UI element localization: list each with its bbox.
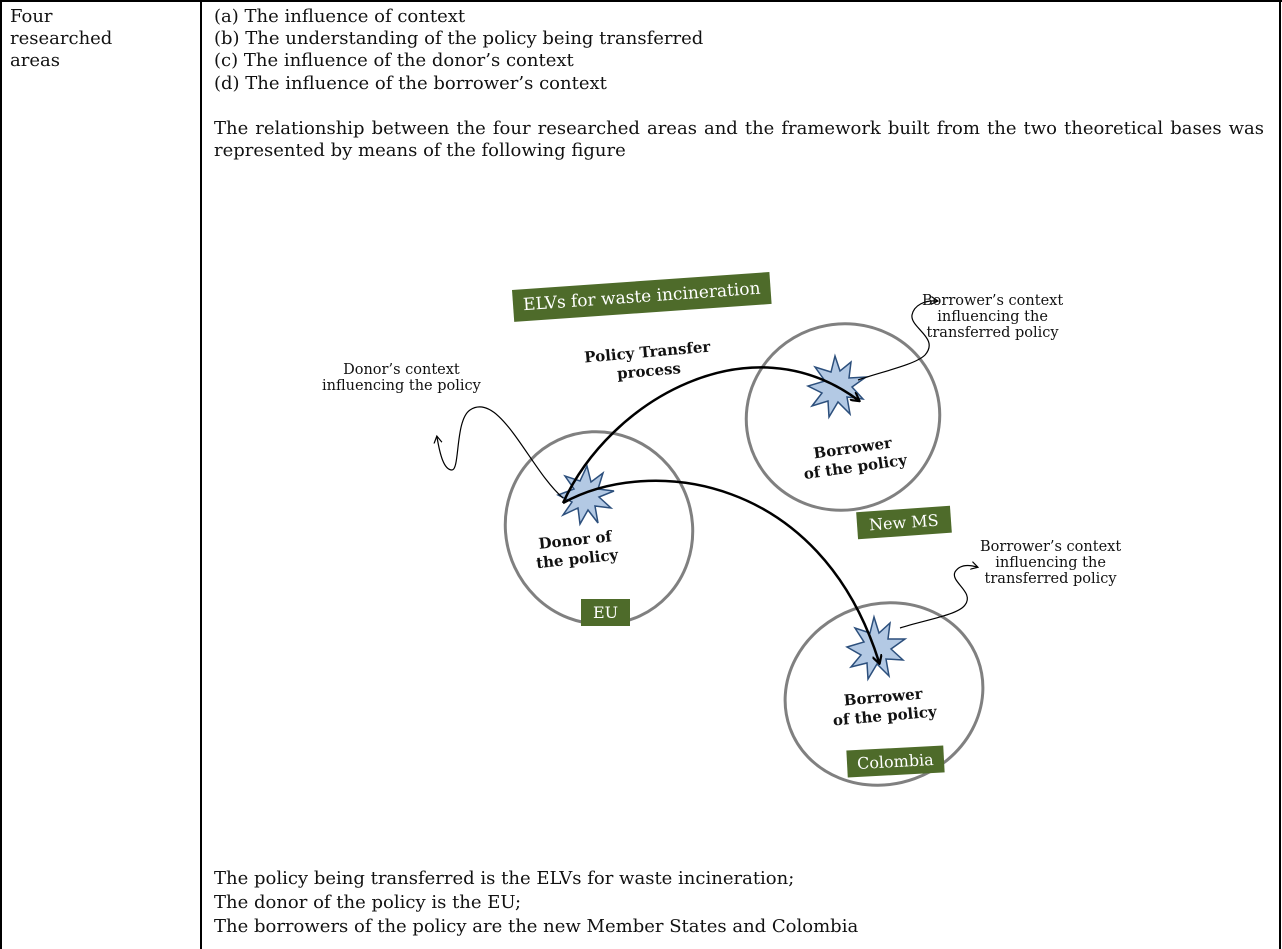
borrower-2-star [845,614,908,682]
area-item: (b) The understanding of the policy bein… [214,28,704,50]
borrower-2-tag: Colombia [846,745,945,778]
area-item: (a) The influence of context [214,6,466,27]
conclusions: The policy being transferred is the ELVs… [214,867,858,939]
borrower-1-context-line-3: transferred policy [926,325,1059,341]
area-item: (d) The influence of the borrower’s cont… [214,72,607,94]
conclusion-line: The policy being transferred is the ELVs… [214,868,795,889]
borrower-1-context-label: Borrower’s context influencing the trans… [922,293,1063,341]
borrower-1-context-line-2: influencing the [937,309,1048,325]
donor-ellipse [503,430,695,626]
row-label-line-1: Four [10,6,53,27]
donor-context-line-1: Donor’s context [343,362,460,378]
borrower-2-context-line-3: transferred policy [984,571,1117,587]
borrower-2-context-squiggle [899,566,977,629]
borrower-2-ellipse [783,601,985,787]
row-label-line-3: areas [10,50,60,71]
transfer-arrow-to-colombia [562,479,879,662]
conclusion-line: The donor of the policy is the EU; [214,892,522,913]
row-label-line-2: researched [10,28,113,49]
row-label: Four researched areas [10,6,190,72]
donor-context-line-2: influencing the policy [322,378,481,394]
borrower-2-context-line-2: influencing the [995,555,1106,571]
intro-paragraph: The relationship between the four resear… [214,117,1264,162]
table-border-top [0,0,1282,2]
donor-tag: EU [581,599,631,626]
table-column-divider [200,0,202,949]
borrower-1-ellipse [744,322,942,512]
area-item: (c) The influence of the donor’s context [214,50,574,72]
row-content: (a) The influence of context (b) The und… [214,6,1264,162]
donor-context-label: Donor’s context influencing the policy [322,362,481,394]
transfer-arrow-to-new-ms [561,366,858,504]
table-border-left [0,0,2,949]
donor-context-squiggle [437,406,564,499]
conclusion-line: The borrowers of the policy are the new … [214,916,859,937]
borrower-1-context-squiggle [857,301,937,381]
table-border-right [1279,0,1281,949]
borrower-1-context-line-1: Borrower’s context [922,293,1064,309]
borrower-2-context-label: Borrower’s context influencing the trans… [980,539,1121,587]
borrower-2-context-line-1: Borrower’s context [980,539,1122,555]
